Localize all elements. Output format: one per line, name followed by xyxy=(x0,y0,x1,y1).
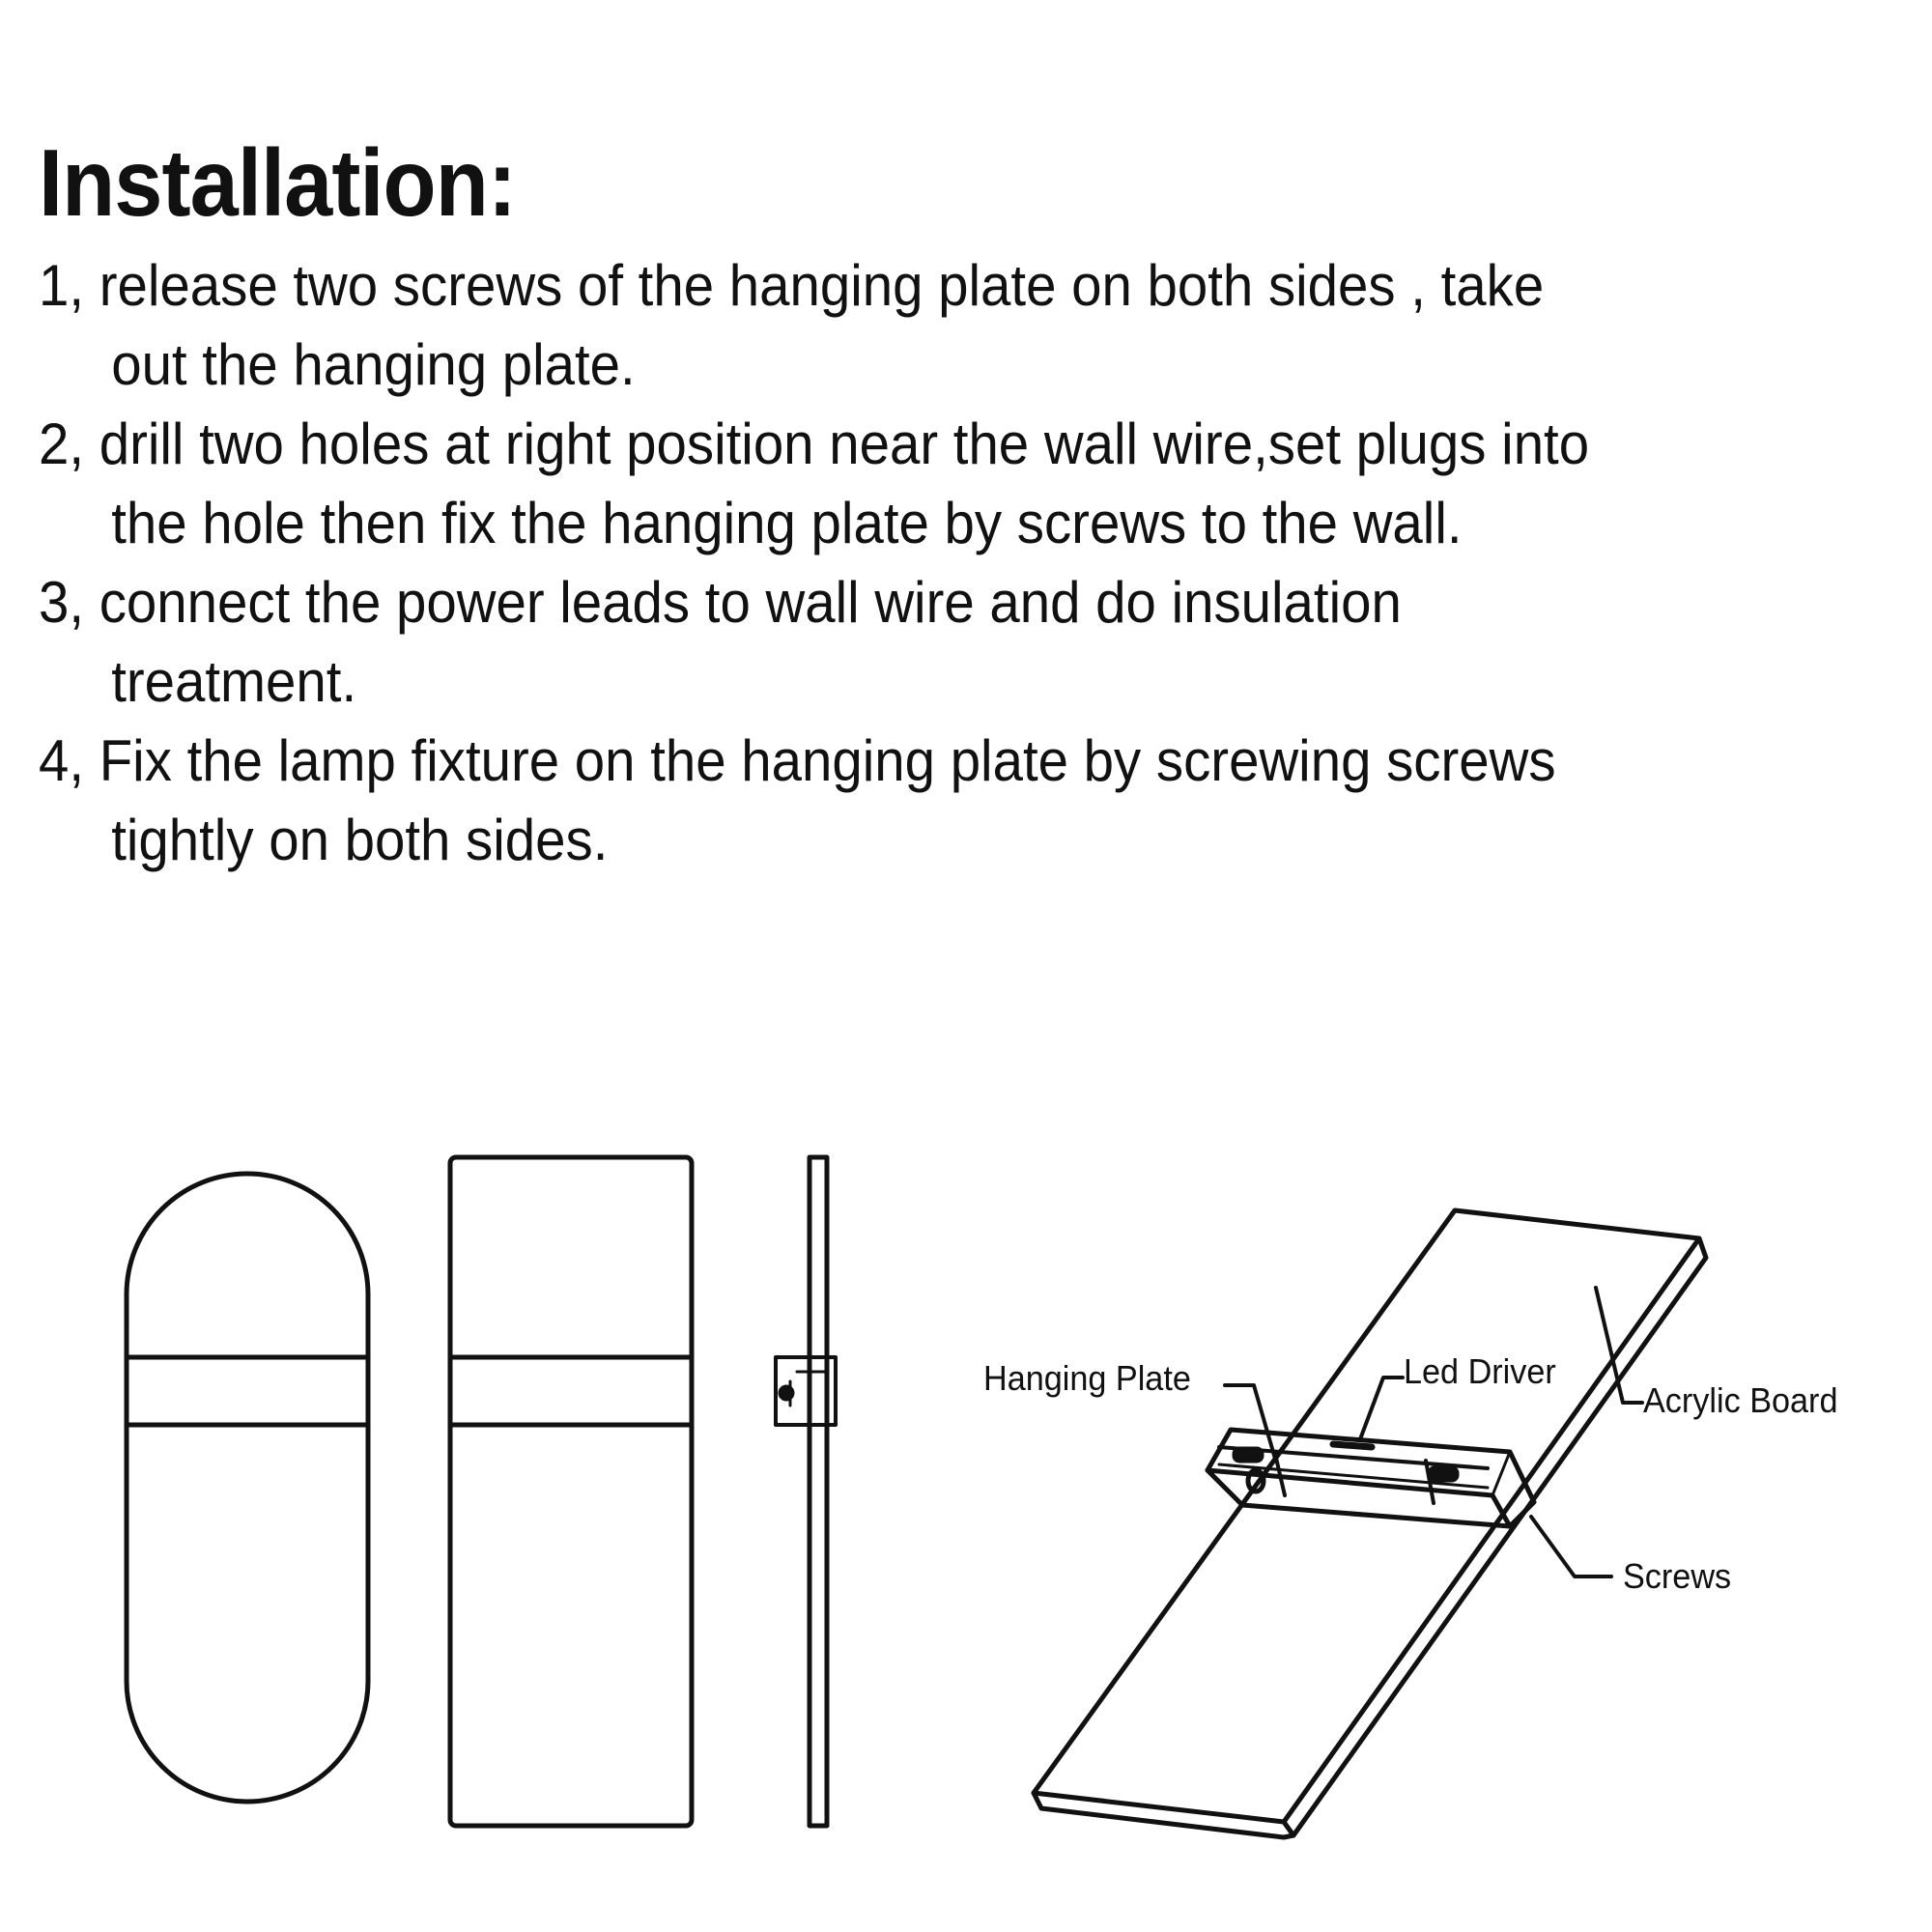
step-text-continued: the hole then fix the hanging plate by s… xyxy=(111,491,1463,555)
step-4: 4, Fix the lamp fixture on the hanging p… xyxy=(39,722,1809,880)
isometric-lamp-drawing xyxy=(1031,1208,1709,1840)
step-text: Fix the lamp fixture on the hanging plat… xyxy=(99,728,1556,793)
step-text-continued: tightly on both sides. xyxy=(111,808,609,872)
step-number: 1, xyxy=(39,253,85,318)
label-led-driver: Led Driver xyxy=(1404,1351,1556,1391)
label-acrylic-board: Acrylic Board xyxy=(1643,1380,1838,1420)
step-number: 4, xyxy=(39,728,85,793)
step-text-continued: out the hanging plate. xyxy=(111,332,636,397)
step-3: 3, connect the power leads to wall wire … xyxy=(39,563,1809,722)
step-number: 3, xyxy=(39,570,85,635)
side-view xyxy=(774,1154,838,1829)
front-view-oval xyxy=(124,1171,371,1804)
step-text: connect the power leads to wall wire and… xyxy=(99,570,1402,635)
step-text-continued: treatment. xyxy=(111,649,357,714)
page-title: Installation: xyxy=(39,129,517,236)
label-screws: Screws xyxy=(1623,1556,1732,1596)
step-2: 2, drill two holes at right position nea… xyxy=(39,405,1809,563)
step-number: 2, xyxy=(39,412,85,476)
step-text: release two screws of the hanging plate … xyxy=(84,253,1545,318)
front-view-rectangular xyxy=(447,1154,695,1829)
label-hanging-plate: Hanging Plate xyxy=(983,1358,1191,1398)
step-text: drill two holes at right position near t… xyxy=(99,412,1590,476)
step-1: 1, release two screws of the hanging pla… xyxy=(39,246,1809,405)
installation-steps: 1, release two screws of the hanging pla… xyxy=(39,246,1922,880)
